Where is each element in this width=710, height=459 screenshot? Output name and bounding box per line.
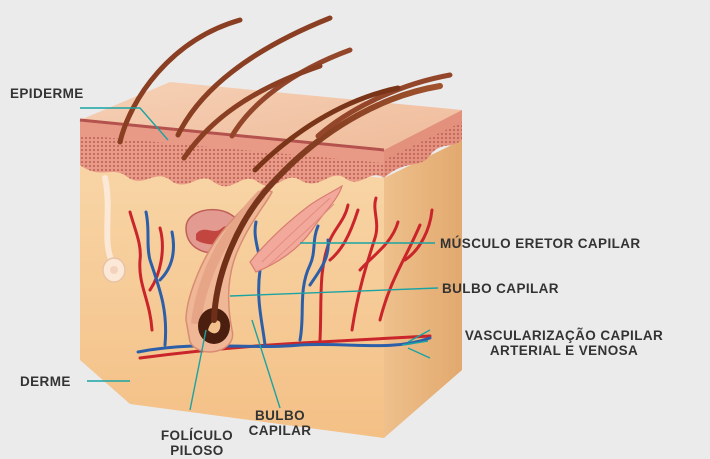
label-bulbo-capilar-right: BULBO CAPILAR — [442, 281, 559, 296]
label-foliculo-piloso: FOLÍCULO PILOSO — [152, 428, 242, 458]
label-musculo-eretor-capilar: MÚSCULO ERETOR CAPILAR — [440, 236, 641, 251]
label-derme: DERME — [20, 374, 71, 389]
label-vascularizacao-line2: ARTERIAL E VENOSA — [428, 343, 700, 358]
label-vascularizacao-line1: VASCULARIZAÇÃO CAPILAR — [428, 328, 700, 343]
label-epiderme: EPIDERME — [10, 86, 84, 101]
label-foliculo-piloso-line1: FOLÍCULO — [152, 428, 242, 443]
label-bulbo-capilar-bottom: BULBO CAPILAR — [242, 408, 318, 438]
label-bulbo-capilar-bottom-line2: CAPILAR — [242, 423, 318, 438]
label-bulbo-capilar-bottom-line1: BULBO — [242, 408, 318, 423]
label-foliculo-piloso-line2: PILOSO — [152, 443, 242, 458]
label-vascularizacao: VASCULARIZAÇÃO CAPILAR ARTERIAL E VENOSA — [428, 328, 700, 358]
